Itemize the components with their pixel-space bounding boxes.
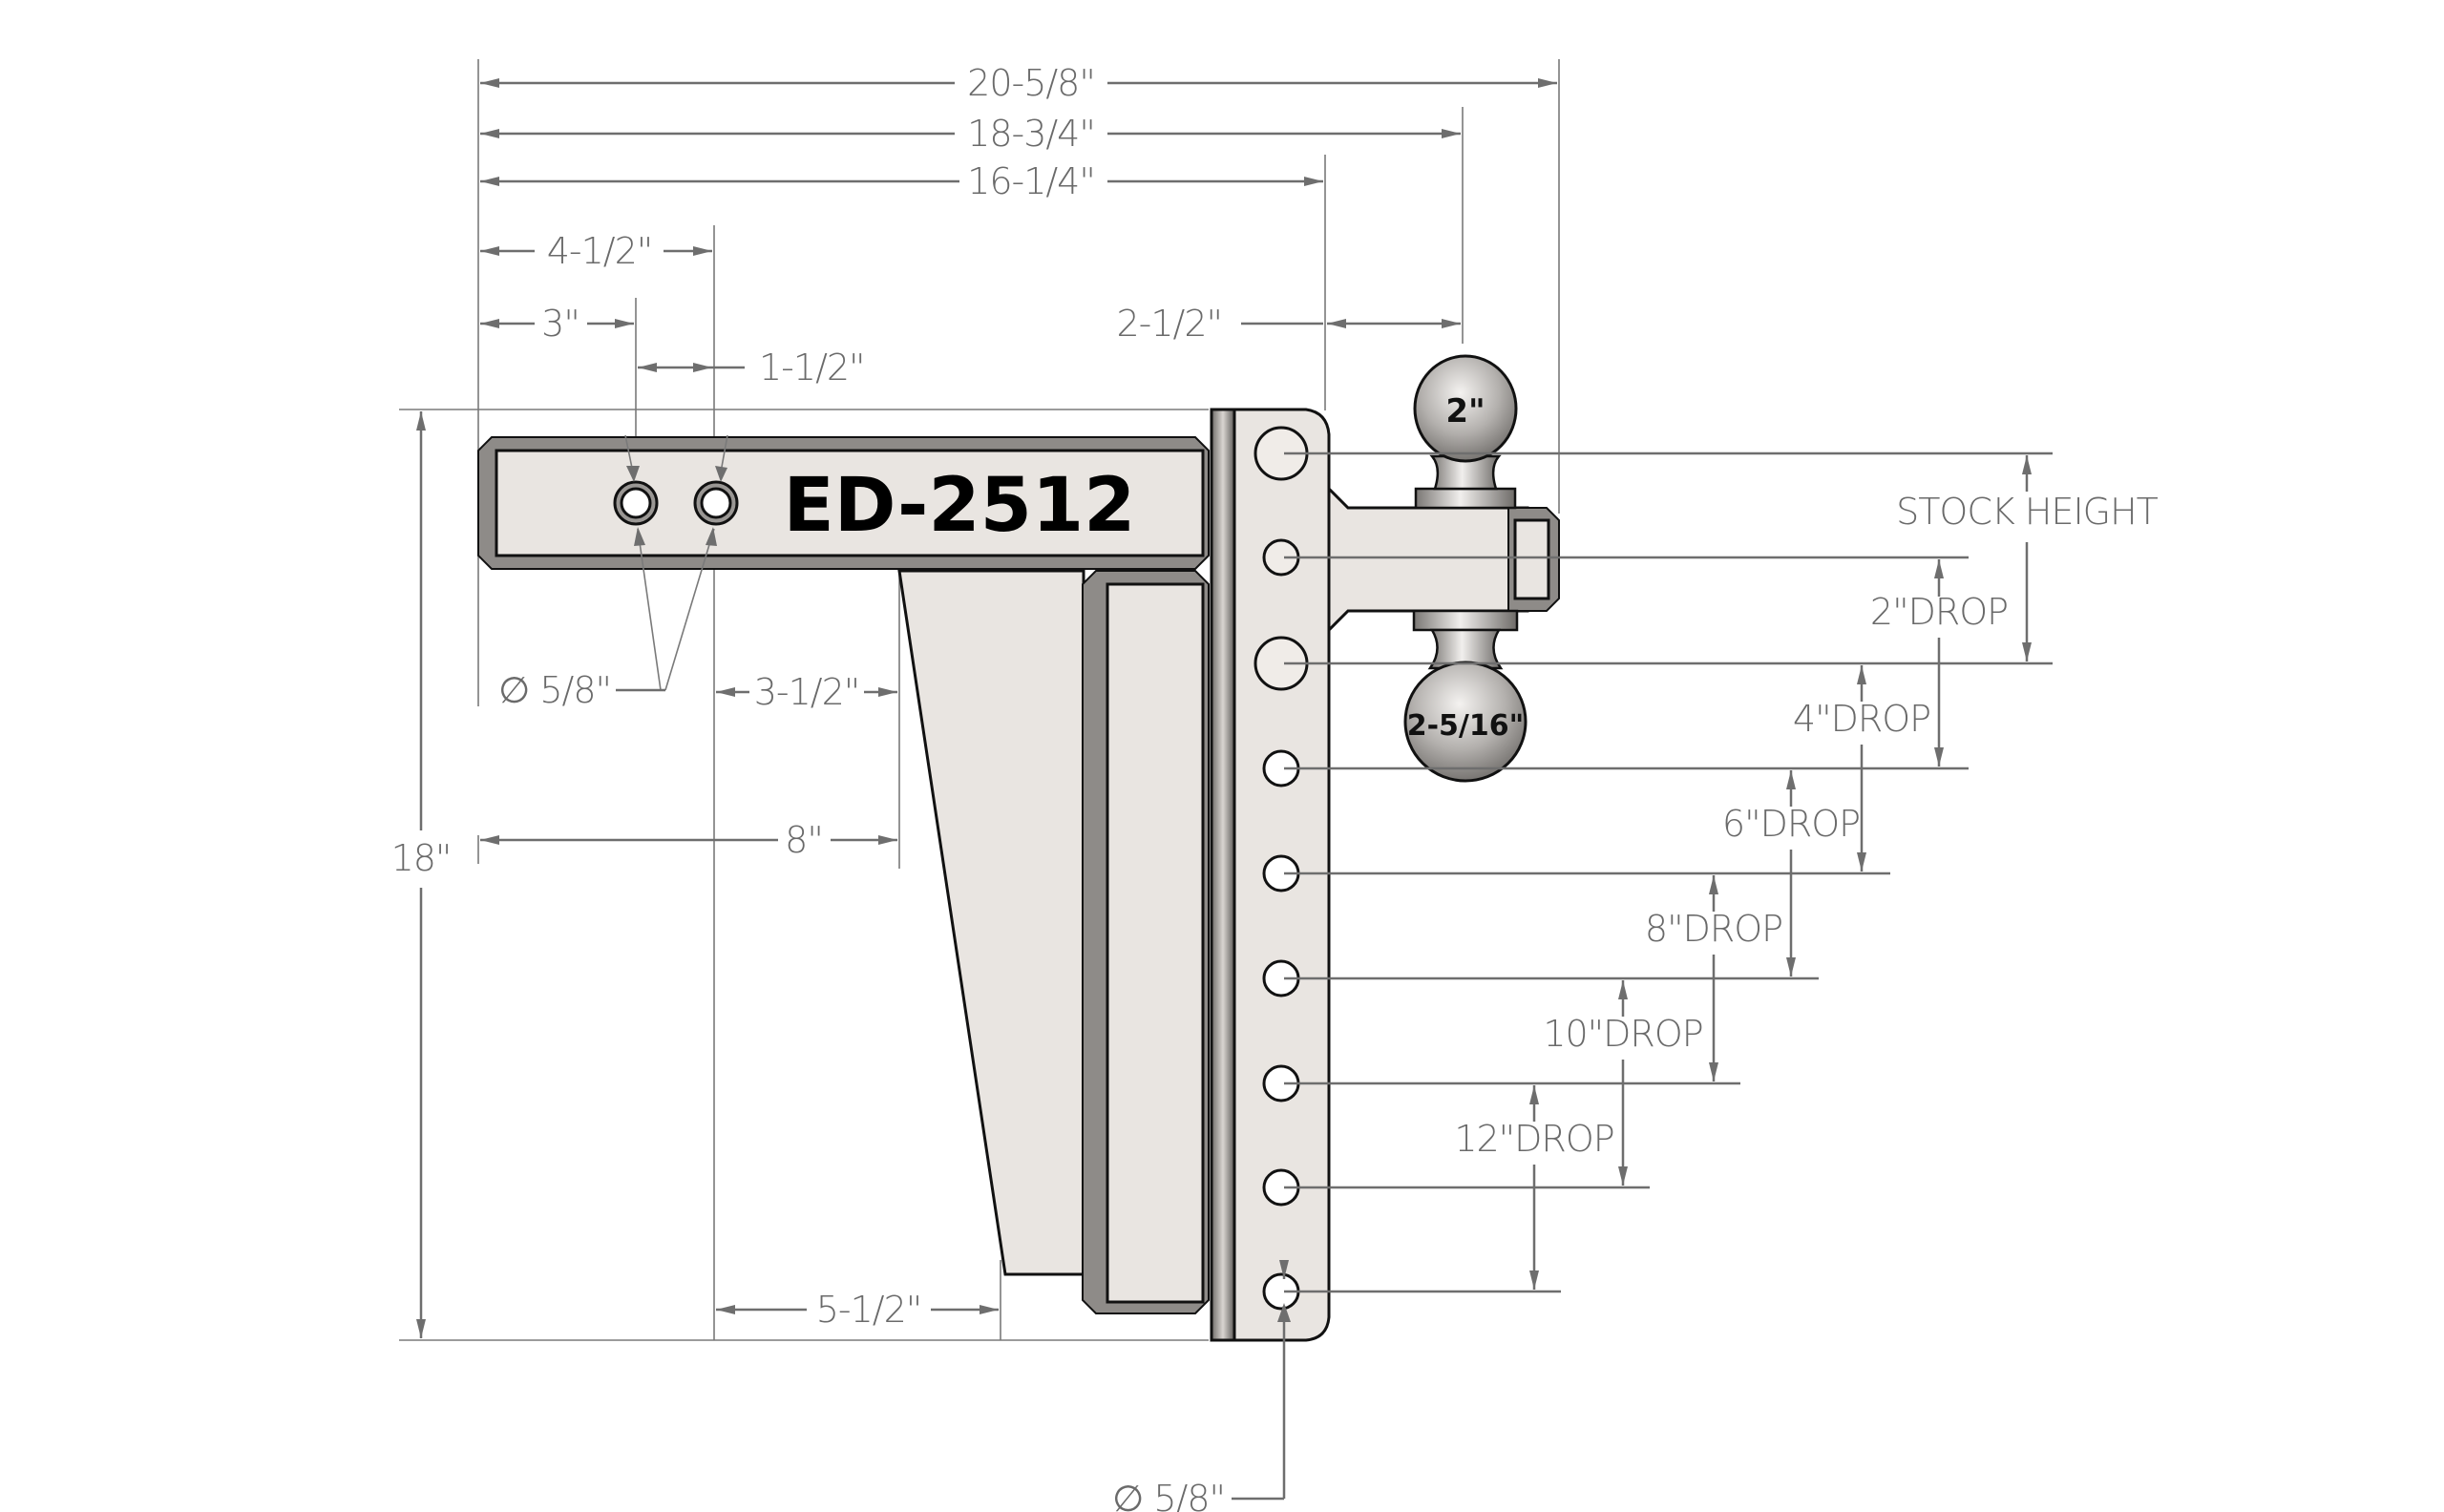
- top-ball-size-label: 2": [1445, 392, 1485, 430]
- plate-holes: [1254, 426, 1309, 1311]
- dim-overall-length: 20-5/8": [480, 62, 1557, 104]
- shank-length-label: 8": [785, 819, 823, 861]
- top-ball: 2": [1413, 354, 1518, 510]
- gusset-top-label: 3-1/2": [754, 671, 860, 713]
- dim-6-drop: 6"DROP: [1722, 770, 1861, 976]
- pin-spacing-label: 1-1/2": [759, 346, 865, 388]
- pin-hole-dia-callout: ∅ 5/8": [498, 434, 728, 711]
- dim-ball-offset: 2-1/2": [1116, 303, 1461, 345]
- pin-hole-dia-label: ∅ 5/8": [498, 669, 611, 711]
- drop-10-label: 10"DROP: [1543, 1013, 1702, 1055]
- dim-2-drop: 2"DROP: [1870, 559, 2009, 766]
- vertical-channel: [1082, 570, 1210, 1314]
- drop-2-label: 2"DROP: [1870, 591, 2008, 633]
- pin-hole-1-label: 3": [541, 303, 579, 345]
- dim-gusset-bottom: 5-1/2": [716, 1289, 999, 1331]
- dim-12-drop: 12"DROP: [1454, 1085, 1615, 1290]
- dim-pin-hole-2: 4-1/2": [480, 230, 712, 272]
- dim-4-drop: 4"DROP: [1793, 665, 1931, 872]
- drop-8-label: 8"DROP: [1645, 908, 1782, 950]
- overall-height-label: 18": [391, 837, 452, 879]
- pin-hole-2: [693, 480, 739, 526]
- dim-8-drop: 8"DROP: [1645, 875, 1783, 1082]
- pin-hole-1: [613, 480, 659, 526]
- gusset-bottom-label: 5-1/2": [816, 1289, 922, 1331]
- ball-offset-label: 2-1/2": [1116, 303, 1222, 345]
- extension-lines: [399, 59, 1560, 1341]
- dim-pin-spacing: 1-1/2": [638, 346, 866, 388]
- bottom-ball: 2-5/16": [1403, 609, 1528, 783]
- gusset: [897, 569, 1085, 1276]
- model-label: ED-2512: [784, 463, 1136, 549]
- dim-gusset-top: 3-1/2": [716, 671, 897, 713]
- dim-length-to-top-ball: 18-3/4": [480, 113, 1461, 155]
- dim-stock-height: STOCK HEIGHT: [1896, 455, 2160, 662]
- plate-hole-dia-label: ∅ 5/8": [1112, 1478, 1225, 1512]
- length-to-plate-label: 16-1/4": [967, 160, 1095, 202]
- drop-4-label: 4"DROP: [1793, 698, 1930, 740]
- shank: ED-2512: [477, 436, 1210, 570]
- height-reference-lines: [1284, 452, 2053, 1293]
- stock-height-label: STOCK HEIGHT: [1896, 491, 2159, 533]
- plate-hole-dia-callout: ∅ 5/8": [1112, 1260, 1291, 1512]
- dim-shank-length: 8": [480, 819, 897, 861]
- drop-6-label: 6"DROP: [1722, 803, 1860, 845]
- drop-12-label: 12"DROP: [1454, 1118, 1613, 1160]
- dim-pin-hole-1: 3": [480, 303, 634, 345]
- ball-mount-head: 2" 2-5/16": [1327, 354, 1560, 783]
- dim-10-drop: 10"DROP: [1543, 980, 1704, 1186]
- length-to-top-ball-label: 18-3/4": [967, 113, 1095, 155]
- dim-length-to-plate: 16-1/4": [480, 160, 1323, 202]
- pin-hole-2-label: 4-1/2": [547, 230, 653, 272]
- overall-length-label: 20-5/8": [967, 62, 1095, 104]
- bottom-ball-size-label: 2-5/16": [1407, 709, 1525, 743]
- dim-overall-height: 18": [391, 411, 452, 1338]
